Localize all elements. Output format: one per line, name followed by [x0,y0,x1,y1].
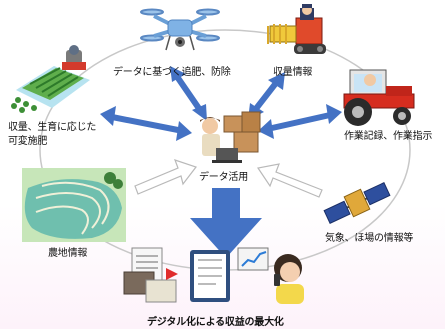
drone-icon [140,8,220,51]
woman-phone-icon [237,247,304,304]
label-bottom: デジタル化による収益の最大化 [147,317,284,328]
tractor-icon [343,69,415,126]
label-drone: データに基づく追肥、防除 [113,67,231,78]
arrow-farmland-to-center [134,159,197,195]
label-tractor: 作業記録、作業指示 [344,131,433,142]
arrow-tractor-center [258,104,342,139]
label-harvest: 収量情報 [273,67,313,78]
label-field-line2: 可変施肥 [8,136,48,147]
arrow-field-center [100,106,192,141]
harvester-icon [267,4,326,54]
arrow-drone-center [170,66,207,121]
person-laptop-icon [200,111,261,163]
field-icon [11,45,90,113]
arrow-satellite-to-center [256,163,323,198]
tablet-icon [190,250,230,302]
terraced-field-icon [22,168,126,242]
label-center: データ活用 [199,172,248,183]
documents-icon [123,247,178,303]
label-field-line1: 収量、生育に応じた [8,122,97,133]
label-satellite: 気象、ほ場の情報等 [325,233,414,244]
arrow-center-to-bottom [190,188,262,258]
satellite-icon [323,182,391,224]
label-farmland: 農地情報 [48,248,88,259]
